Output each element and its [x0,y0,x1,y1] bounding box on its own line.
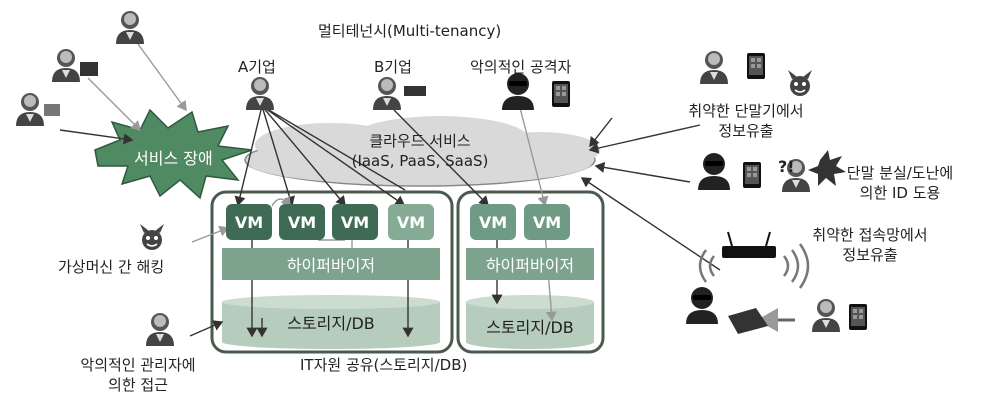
laptop-icon [728,308,768,334]
user-icon [16,93,44,126]
cloud-service-types: (IaaS, PaaS, SaaS) [351,152,489,170]
laptop-icon [404,86,426,96]
threat-vm-hacking-label: 가상머신 간 해킹 [58,258,165,276]
vm-a4: VM [388,204,434,240]
router-icon [722,231,776,258]
hacker-icon [686,287,718,324]
user-icon [812,299,840,332]
wifi-icon [698,243,810,289]
service-outage-label: 서비스 장애 [134,149,213,168]
question-mark-label: ?! [778,157,795,176]
storage-a-label: 스토리지/DB [287,314,375,333]
user-icon [246,77,274,110]
hypervisor-b: 하이퍼바이저 [466,248,594,280]
tablet-icon [747,53,765,79]
vm-b1: VM [470,204,516,240]
tablet-icon [849,304,867,330]
threat-vulnerable-device-line2: 정보유출 [718,122,774,140]
threat-vulnerable-network-line1: 취약한 접속망에서 [812,226,928,244]
attacker-label: 악의적인 공격자 [470,58,572,76]
threat-malicious-admin-line2: 의한 접근 [108,376,168,394]
devil-icon [139,223,165,251]
user-icon [700,51,728,84]
hypervisor-a: 하이퍼바이저 [222,248,440,280]
user-icon [116,11,144,44]
threat-device-loss-line2: 의한 ID 도용 [859,184,941,202]
shared-resources-label: IT자원 공유(스토리지/DB) [300,356,468,374]
user-icon [52,49,80,82]
user-icon [373,77,401,110]
tablet-icon [552,81,570,107]
laptop-icon [80,62,98,76]
diagram-title: 멀티테넌시(Multi-tenancy) [318,22,502,40]
hacker-icon [502,73,534,110]
starburst-icon [94,108,253,200]
starburst-icon [808,150,846,186]
laptop-icon [44,104,60,116]
hacker-icon [698,153,730,190]
vm-a2: VM [279,204,325,240]
cloud-shape [244,116,600,187]
cloud-service-label: 클라우드 서비스 [369,132,471,150]
user-icon [146,313,174,346]
company-a-label: A기업 [238,58,276,76]
threat-vulnerable-device-line1: 취약한 단말기에서 [688,102,804,120]
tablet-icon [743,162,761,188]
threat-malicious-admin-line1: 악의적인 관리자에 [80,356,196,374]
vm-b2: VM [524,204,570,240]
threat-vulnerable-network-line2: 정보유출 [842,246,898,264]
storage-b-label: 스토리지/DB [486,318,574,337]
vm-a3: VM [332,204,378,240]
vm-a1: VM [226,204,272,240]
threat-device-loss-line1: 단말 분실/도난에 [846,164,954,182]
devil-icon [787,69,813,97]
company-b-label: B기업 [374,58,412,76]
